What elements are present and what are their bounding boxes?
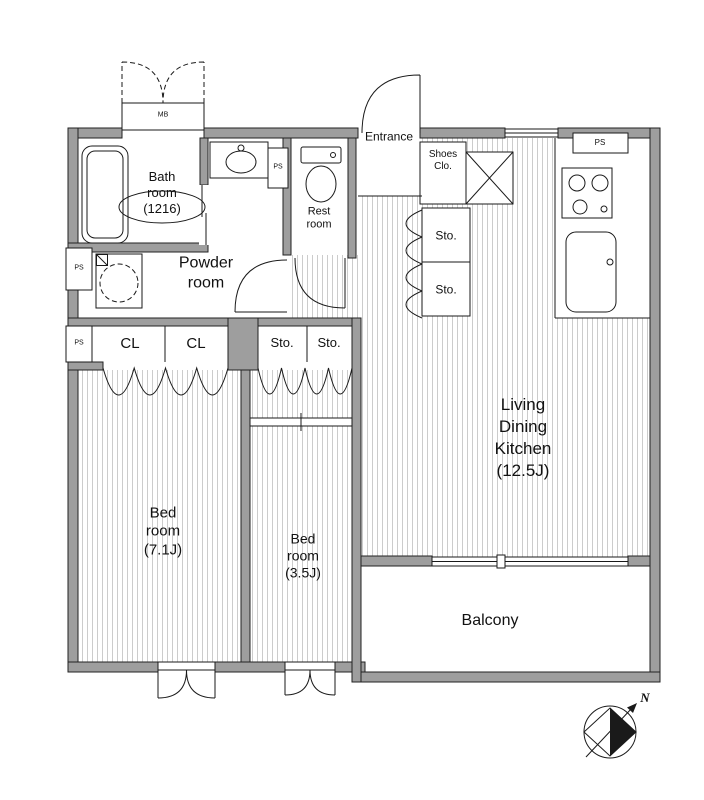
entrance-label: Entrance [364, 129, 414, 144]
ps-box-left-2 [65, 325, 93, 363]
service-boxes [65, 102, 629, 363]
compass-icon [583, 703, 637, 759]
ldk-label-line1: Living [500, 394, 546, 414]
bedroom2-label-line3: (3.5J) [285, 564, 321, 581]
bathroom-label-line1: Bath [148, 169, 176, 185]
ps-label-topright: PS [594, 138, 606, 148]
ps-label-left-1: PS [74, 264, 84, 272]
bedroom2-label-line1: Bed [290, 530, 316, 547]
powder-label-line1: Powder [178, 254, 234, 272]
bedroom1-window-icon [157, 661, 216, 699]
compass-north-label: N [640, 690, 650, 706]
storage-entry-label-1: Sto. [435, 228, 457, 243]
kitchen-window-icon [504, 128, 559, 138]
ldk-label-line4: (12.5J) [496, 461, 550, 481]
bedroom1-label-line3: (7.1J) [143, 541, 183, 559]
powder-label-line2: room [187, 274, 225, 291]
bath-sliding-door [199, 185, 209, 245]
balcony-label: Balcony [461, 612, 519, 630]
bedroom2-window-icon [284, 661, 336, 696]
closet-label-2: CL [186, 334, 206, 352]
shoes-label-line1: Shoes [428, 148, 458, 160]
bath-size-ellipse [118, 190, 206, 224]
bedroom2-partition [249, 413, 353, 431]
storage-closet-label-1: Sto. [270, 335, 294, 351]
shoes-closet-label: Shoes Clo. [429, 149, 457, 173]
rest-label-line1: Rest [307, 205, 331, 218]
mb-double-door-arcs [121, 61, 205, 104]
closet-bifold-doors [102, 366, 353, 396]
mb-box [121, 102, 205, 131]
kitchen-sink-icon [565, 231, 617, 313]
bedroom1-label-line1: Bed [149, 504, 177, 522]
washer-pan-icon [95, 253, 143, 309]
shoes-label-line2: Clo. [434, 161, 452, 172]
rest-room-label: Rest room [306, 206, 331, 233]
ps-box-left-1 [65, 247, 93, 291]
mb-label: MB [157, 111, 169, 119]
bathtub-icon [81, 145, 129, 244]
closet-label-1: CL [120, 334, 140, 352]
ps-label-rest: PS [273, 163, 283, 171]
storage-entry-box-2 [421, 261, 471, 317]
bedroom1-label-line2: room [145, 522, 181, 540]
vanity-sink-icon [209, 141, 269, 179]
bathroom-label-line3: (1216) [143, 200, 181, 216]
kitchen-counter [554, 138, 650, 319]
windows [157, 128, 629, 699]
rest-label-line2: room [306, 219, 332, 231]
ps-box-rest [267, 147, 289, 189]
ps-box-topright [572, 132, 629, 154]
stove-icon [561, 167, 613, 219]
bedroom1-label: Bed room (7.1J) [144, 505, 182, 560]
restroom-door-arc [294, 257, 346, 309]
toilet-icon [300, 146, 342, 203]
shoes-closet-hatch-box [465, 151, 514, 205]
fixtures [81, 138, 650, 362]
bathroom-label: Bath room (1216) [143, 169, 181, 217]
ldk-label-line3: Kitchen [494, 439, 552, 458]
closet-dividers [164, 326, 308, 362]
storage-closet-label-2: Sto. [317, 335, 341, 351]
bedroom2-label-line2: room [287, 547, 319, 564]
powder-room-label: Powder room [179, 253, 233, 292]
bathroom-label-line2: room [147, 185, 177, 201]
balcony-sliding-window-icon [431, 554, 629, 569]
powder-door-arc [234, 259, 288, 313]
ldk-label: Living Dining Kitchen (12.5J) [495, 394, 552, 482]
storage-entry-label-2: Sto. [435, 282, 457, 297]
ps-label-left-2: PS [74, 339, 84, 347]
bedroom2-label: Bed room (3.5J) [285, 530, 321, 581]
ldk-label-line2: Dining [498, 416, 548, 436]
shoes-closet-box [419, 141, 467, 205]
entrance-door-arc [361, 74, 421, 134]
